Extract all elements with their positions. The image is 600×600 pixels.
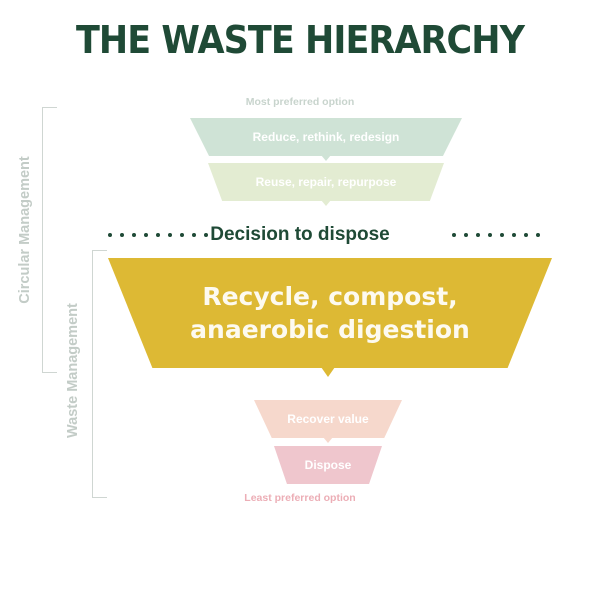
tier-reuse: Reuse, repair, repurpose <box>208 163 444 201</box>
waste-management-bracket <box>92 250 107 498</box>
least-preferred-label: Least preferred option <box>244 492 356 504</box>
decision-dots-right <box>452 228 540 242</box>
decision-to-dispose-label: Decision to dispose <box>210 224 390 245</box>
tier-reduce: Reduce, rethink, redesign <box>190 118 462 156</box>
tier-recycle-label-line2: anaerobic digestion <box>190 315 470 344</box>
tier-reduce-label: Reduce, rethink, redesign <box>252 130 400 144</box>
tier-recover-pointer <box>323 437 333 443</box>
waste-management-label: Waste Management <box>65 303 81 438</box>
tier-recycle: Recycle, compost, anaerobic digestion <box>108 258 552 368</box>
tier-recycle-pointer <box>321 367 335 377</box>
tier-recycle-label-line1: Recycle, compost, <box>202 282 458 311</box>
decision-dots-left <box>108 228 208 242</box>
tier-reuse-pointer <box>321 200 331 206</box>
tier-recover: Recover value <box>254 400 402 438</box>
circular-management-bracket <box>42 107 57 373</box>
tier-dispose: Dispose <box>274 446 382 484</box>
tier-reduce-pointer <box>321 155 331 161</box>
tier-recover-label: Recover value <box>287 412 369 426</box>
tier-reuse-label: Reuse, repair, repurpose <box>255 175 397 189</box>
tier-dispose-label: Dispose <box>304 458 352 472</box>
page-title: THE WASTE HIERARCHY <box>75 18 525 62</box>
most-preferred-label: Most preferred option <box>245 96 355 108</box>
